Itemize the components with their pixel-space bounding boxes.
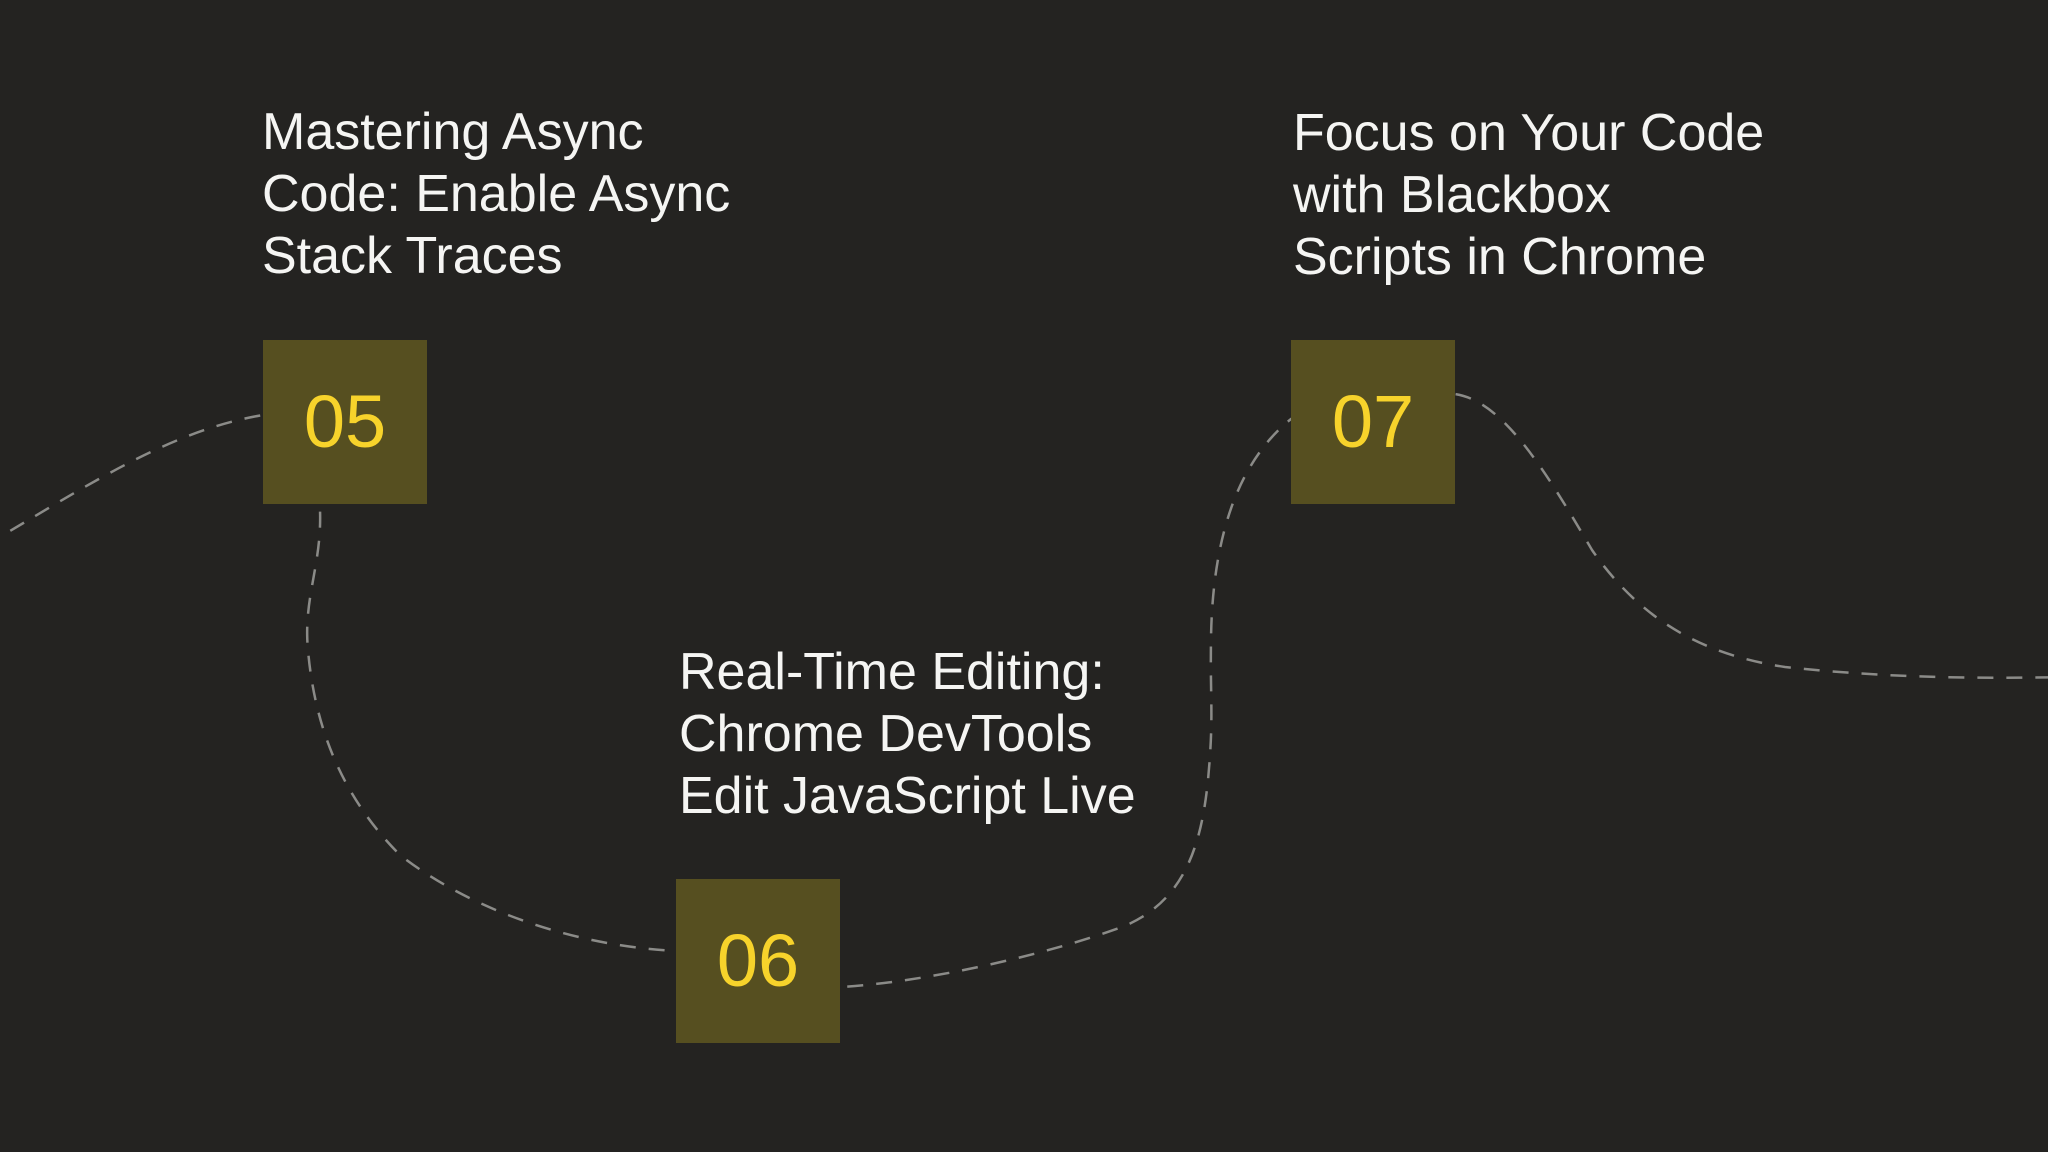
step-number-07: 07 — [1331, 380, 1415, 463]
step-box-07: 07 — [1291, 340, 1455, 504]
step-title-07: Focus on Your Code with Blackbox Scripts… — [1293, 104, 1765, 286]
step-number-05: 05 — [303, 380, 387, 463]
step-box-06: 06 — [676, 879, 840, 1043]
step-number-06: 06 — [716, 919, 800, 1002]
step-title-05: Mastering Async Code: Enable Async Stack… — [262, 103, 731, 285]
step-title-06: Real-Time Editing: Chrome DevTools Edit … — [679, 643, 1136, 825]
step-box-05: 05 — [263, 340, 427, 504]
